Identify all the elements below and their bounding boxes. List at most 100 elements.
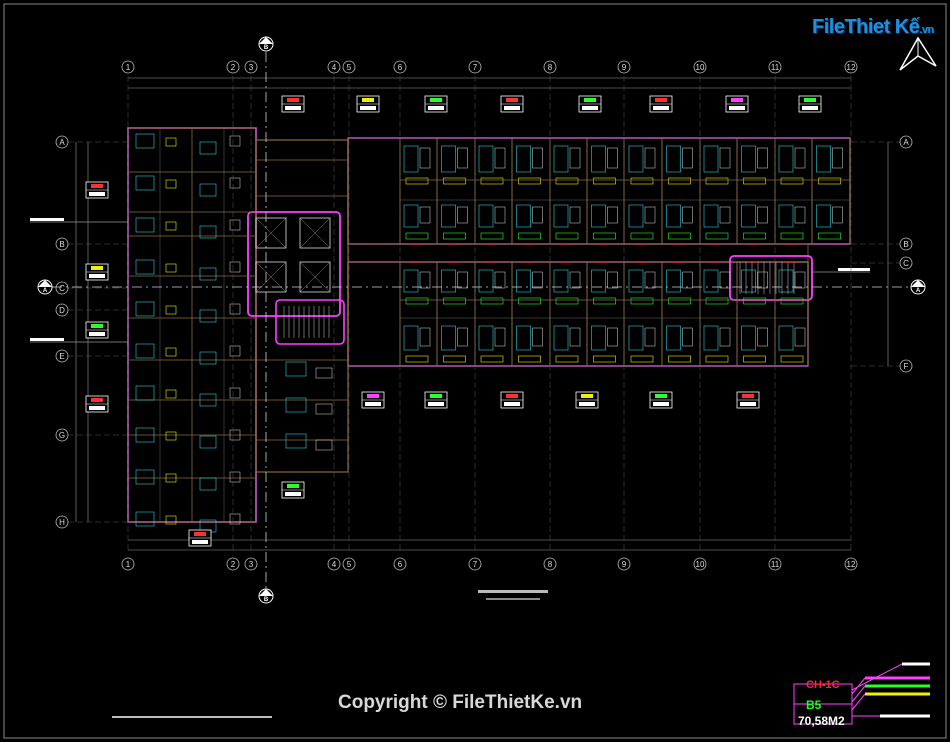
furniture-bath xyxy=(832,147,843,169)
furniture-bed xyxy=(199,309,217,323)
room-tag-area xyxy=(192,540,208,544)
grid-bubble-bottom xyxy=(226,557,240,571)
furniture-sofa xyxy=(518,297,541,305)
grid-bubble-bottom xyxy=(244,557,258,571)
section-marker: B xyxy=(258,588,274,604)
logo-text: FileThiet Kế.vn xyxy=(812,16,934,38)
room-tag-area xyxy=(89,274,105,278)
room-tag-code xyxy=(362,98,374,102)
furniture-bed xyxy=(403,325,419,351)
furniture-bed xyxy=(703,269,719,293)
furniture-sofa xyxy=(443,232,466,240)
furniture-bed xyxy=(778,325,794,351)
furniture-bath xyxy=(229,177,241,189)
grid-label-right: A xyxy=(903,138,909,147)
furniture-sofa xyxy=(818,232,841,240)
furniture-bath xyxy=(229,345,241,357)
room-tag-layer xyxy=(85,95,822,718)
furniture-bath xyxy=(419,271,431,289)
furniture-bath xyxy=(315,403,333,415)
furniture-sofa xyxy=(668,232,691,240)
unit-legend: CH-1C B5 70,58M2 xyxy=(790,660,940,736)
furniture-sofa xyxy=(668,297,691,305)
room-tag-code xyxy=(430,394,442,398)
section-marker-arrow xyxy=(259,37,273,44)
grid-bubble-top xyxy=(844,60,858,74)
furniture-bath xyxy=(719,271,731,289)
section-marker: A xyxy=(37,279,53,295)
room-tag-code xyxy=(194,532,206,536)
grid-bubble-top xyxy=(226,60,240,74)
grid-bubble-left xyxy=(55,135,69,149)
furniture-bed xyxy=(285,433,307,449)
room-tag-code xyxy=(804,98,816,102)
grid-layer: 112233445566778899101011111212ABCDEGHABC… xyxy=(37,36,926,604)
furniture-bed xyxy=(741,204,756,228)
section-marker-arrow xyxy=(38,280,52,287)
grid-label-left: H xyxy=(59,518,65,527)
leader-tag xyxy=(838,268,870,271)
furniture-sofa xyxy=(743,297,766,305)
grid-bubble-right xyxy=(899,135,913,149)
room-tag-code xyxy=(91,266,103,270)
room-tag-area xyxy=(653,402,669,406)
furniture-bath xyxy=(644,327,656,347)
furniture-bath xyxy=(794,271,806,289)
furniture-sofa xyxy=(518,232,541,240)
furniture-bath xyxy=(644,147,656,169)
furniture-bed xyxy=(516,325,531,351)
grid-label-bottom: 2 xyxy=(231,560,236,569)
furniture-bath xyxy=(757,271,768,289)
furniture-sofa xyxy=(518,355,541,363)
furniture-sofa xyxy=(705,297,729,305)
furniture-bed xyxy=(553,145,569,173)
furniture-bed xyxy=(628,145,644,173)
furniture-bed xyxy=(778,204,794,228)
elevator-shaft xyxy=(255,261,287,293)
furniture-bath xyxy=(757,206,768,224)
furniture-table xyxy=(165,137,177,147)
furniture-bath xyxy=(794,327,806,347)
room-tag xyxy=(85,263,109,281)
furniture-bath xyxy=(569,271,581,289)
furniture-bed xyxy=(478,145,494,173)
furniture-bath xyxy=(607,327,618,347)
grid-label-top: 1 xyxy=(126,63,131,72)
room-tag xyxy=(736,391,760,409)
grid-bubble-bottom xyxy=(121,557,135,571)
furniture-bath xyxy=(532,147,543,169)
furniture-bath xyxy=(607,206,618,224)
furniture-sofa xyxy=(593,232,616,240)
furniture-bath xyxy=(532,271,543,289)
section-marker-arrow xyxy=(911,280,925,287)
room-tag xyxy=(356,95,380,113)
furniture-bed xyxy=(478,325,494,351)
room-tag-code xyxy=(655,98,667,102)
room-tag xyxy=(85,395,109,413)
furniture-bath xyxy=(569,206,581,224)
grid-bubble-left xyxy=(55,237,69,251)
room-tag-code xyxy=(581,394,593,398)
grid-bubble-top xyxy=(468,60,482,74)
room-tag xyxy=(500,95,524,113)
furniture-bed xyxy=(816,145,831,173)
room-tag xyxy=(85,181,109,199)
drawing-frame xyxy=(3,3,947,739)
room-tag-area xyxy=(802,106,818,110)
room-tag-area xyxy=(285,106,301,110)
grid-label-left: E xyxy=(59,352,64,361)
furniture-bed xyxy=(441,325,456,351)
furniture-bed xyxy=(591,269,606,293)
grid-label-top: 7 xyxy=(473,63,478,72)
room-tag xyxy=(424,391,448,409)
furniture-bath xyxy=(229,513,241,525)
furniture-bath xyxy=(832,206,843,224)
furniture-bath xyxy=(315,367,333,379)
furniture-bath xyxy=(607,147,618,169)
furniture-bath xyxy=(757,147,768,169)
furniture-bath xyxy=(794,206,806,224)
room-tag-code xyxy=(742,394,754,398)
grid-bubble-bottom xyxy=(768,557,782,571)
furniture-bath xyxy=(457,327,468,347)
furniture-bath xyxy=(229,135,241,147)
